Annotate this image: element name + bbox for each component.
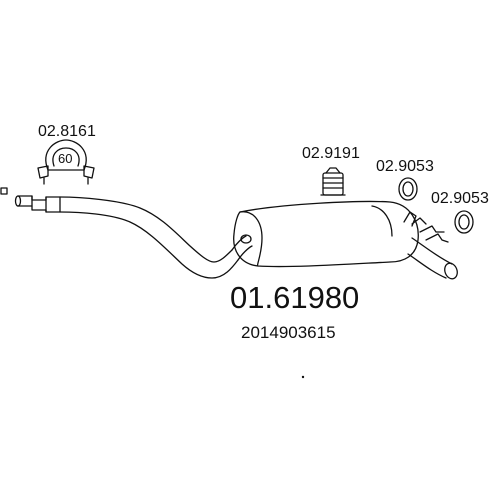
rear-silencer-pipe	[14, 195, 253, 279]
mount-code: 02.9191	[302, 145, 360, 162]
tailpipe	[403, 211, 458, 280]
clamp-icon	[37, 139, 95, 185]
gasket-code-2: 02.9053	[431, 190, 489, 207]
gasket-ring-icon	[454, 210, 474, 234]
gasket-code-1: 02.9053	[376, 158, 434, 175]
rubber-mount-icon	[320, 167, 346, 196]
gasket-ring-icon	[398, 177, 418, 201]
clamp-size-label: 60	[58, 151, 72, 166]
left-marker	[0, 187, 8, 195]
oem-number: 2014903615	[241, 323, 336, 342]
silencer-body	[233, 200, 419, 268]
clamp-code: 02.8161	[38, 123, 96, 140]
dot-marker	[301, 375, 305, 379]
part-number: 01.61980	[230, 280, 359, 315]
